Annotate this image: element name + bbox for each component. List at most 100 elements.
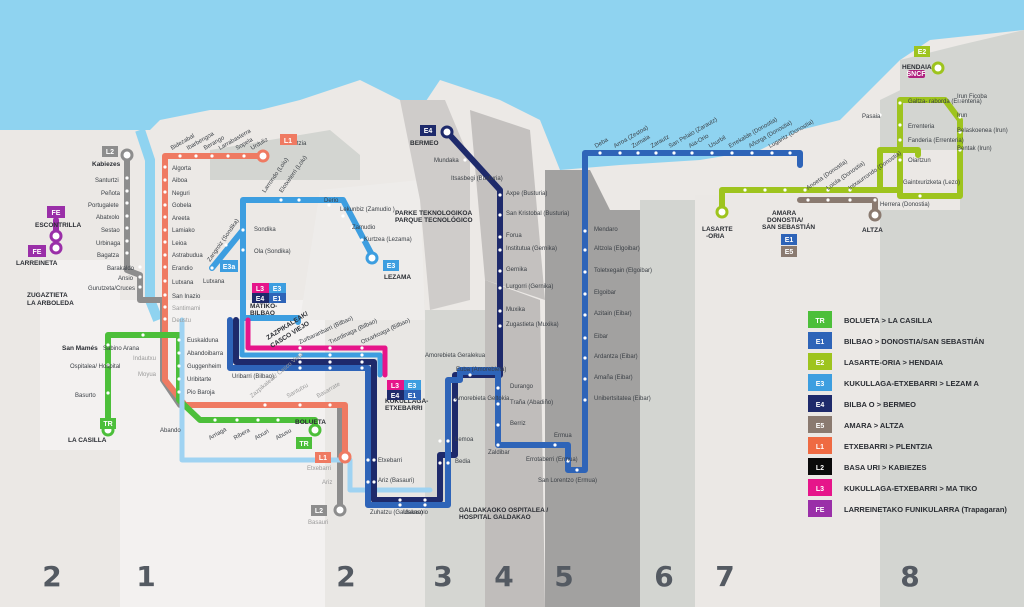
label-station: Ariz (Basauri)	[378, 478, 414, 484]
label-amara3: SAN SEBASTIÁN	[762, 222, 815, 231]
label-basauri: Basauri	[308, 520, 328, 526]
zone-number: 7	[715, 560, 734, 593]
label-galdakao2: HOSPITAL GALDAKAO	[459, 514, 531, 521]
station-dot	[360, 346, 364, 350]
label-station: Etxebarri	[378, 458, 402, 464]
station-dot	[898, 123, 902, 127]
svg-text:E3: E3	[273, 286, 282, 293]
terminal-plentzia	[256, 149, 270, 163]
zone-number: 5	[554, 560, 573, 593]
station-dot	[446, 439, 450, 443]
label-station: Irun	[957, 113, 967, 119]
station-dot	[618, 151, 622, 155]
label-station: San Lorentzo (Ermua)	[538, 478, 597, 484]
label-parke-es: PARQUE TECNOLÓGICO	[395, 215, 473, 224]
station-dot	[583, 336, 587, 340]
svg-text:AMARA > ALTZA: AMARA > ALTZA	[844, 421, 905, 430]
svg-text:E4: E4	[256, 296, 265, 303]
label-station: Ansio	[118, 276, 134, 282]
label-station: Sestao	[101, 228, 120, 234]
label-station: Peñota	[101, 191, 121, 197]
station-dot	[958, 148, 962, 152]
label-kabiezes: Kabiezes	[92, 161, 121, 168]
label-station: Irun Ficoba	[957, 94, 988, 100]
station-dot	[298, 360, 302, 364]
label-station: Ardantza (Eibar)	[594, 354, 638, 360]
station-dot	[226, 154, 230, 158]
svg-text:SNCF: SNCF	[906, 71, 926, 78]
station-dot	[583, 398, 587, 402]
station-dots	[106, 98, 962, 507]
label-station: Mundaka	[434, 158, 459, 164]
label-station: Mendaro	[594, 227, 618, 233]
label-station: Gobela	[172, 203, 192, 209]
label-station: Errenteria	[908, 124, 935, 130]
line-e4	[233, 129, 503, 503]
terminal-escontrilla	[49, 229, 63, 243]
station-dot	[242, 154, 246, 158]
station-dot	[298, 353, 302, 357]
label-station: Pio Baroja	[187, 390, 215, 396]
label-station: Bagatza	[97, 253, 120, 259]
badge-l1-plentzia: L1	[280, 134, 297, 145]
label-station: Usurbil	[708, 135, 727, 150]
station-dot	[468, 373, 472, 377]
label-station: Lutxana	[172, 280, 194, 286]
station-dot	[750, 151, 754, 155]
zone-number: 6	[654, 560, 673, 593]
terminal-basauri	[333, 503, 347, 517]
label-station: Erandio	[172, 266, 193, 272]
station-dot	[350, 226, 354, 230]
label-station: Aiboa	[172, 178, 188, 184]
station-dot	[446, 461, 450, 465]
label-zugaztieta: ZUGAZTIETA	[27, 292, 68, 299]
terminal-hendaia	[931, 61, 945, 75]
station-dot	[163, 165, 167, 169]
label-larreineta: LARREINETA	[16, 260, 58, 267]
station-dot	[125, 239, 129, 243]
zone-number: 1	[136, 560, 155, 593]
label-station: Fanderia (Errenteria)	[908, 138, 964, 144]
svg-text:L2: L2	[816, 465, 824, 472]
label-bermeo: BERMEO	[410, 140, 439, 147]
label-station: Algorta	[172, 166, 192, 172]
station-dot	[163, 293, 167, 297]
svg-text:ETXEBARRI > PLENTZIA: ETXEBARRI > PLENTZIA	[844, 442, 933, 451]
station-dot	[898, 158, 902, 162]
svg-text:L1: L1	[319, 455, 327, 462]
terminal-lasarte	[715, 205, 729, 219]
terminal-larreineta	[49, 241, 63, 255]
label-station: Zugastieta (Muxika)	[506, 322, 559, 328]
station-dot	[125, 189, 129, 193]
svg-text:TR: TR	[815, 318, 824, 325]
svg-text:E3a: E3a	[223, 264, 236, 271]
badge-e1-amara: E1	[781, 234, 797, 245]
svg-text:E1: E1	[785, 237, 794, 244]
station-dot	[498, 235, 502, 239]
station-dot	[178, 154, 182, 158]
badge-fe-larreineta: FE	[28, 245, 46, 257]
label-matiko1: MATIKO-	[250, 303, 277, 310]
line-l3	[245, 317, 388, 378]
station-dot	[498, 286, 502, 290]
label-station: Bedia	[455, 459, 471, 465]
station-dot	[106, 391, 110, 395]
terminal-etxebarri-l1	[338, 450, 352, 464]
label-station: Gurutzeta/Cruces	[88, 286, 135, 292]
station-dot	[480, 176, 484, 180]
label-station: San Kristobal (Busturia)	[506, 211, 569, 217]
svg-text:E3: E3	[816, 381, 825, 388]
label-lasarte1: LASARTE	[702, 226, 733, 233]
label-station: Leioa	[172, 241, 187, 247]
station-dot	[636, 151, 640, 155]
station-dot	[328, 360, 332, 364]
station-dot	[298, 346, 302, 350]
label-parke-eu: PARKE TEKNOLOGIKOA	[395, 210, 472, 217]
station-dot	[672, 151, 676, 155]
station-dot	[263, 403, 267, 407]
label-station: Santimami	[172, 306, 200, 312]
label-station: Lurgorri (Gernika)	[506, 284, 553, 290]
